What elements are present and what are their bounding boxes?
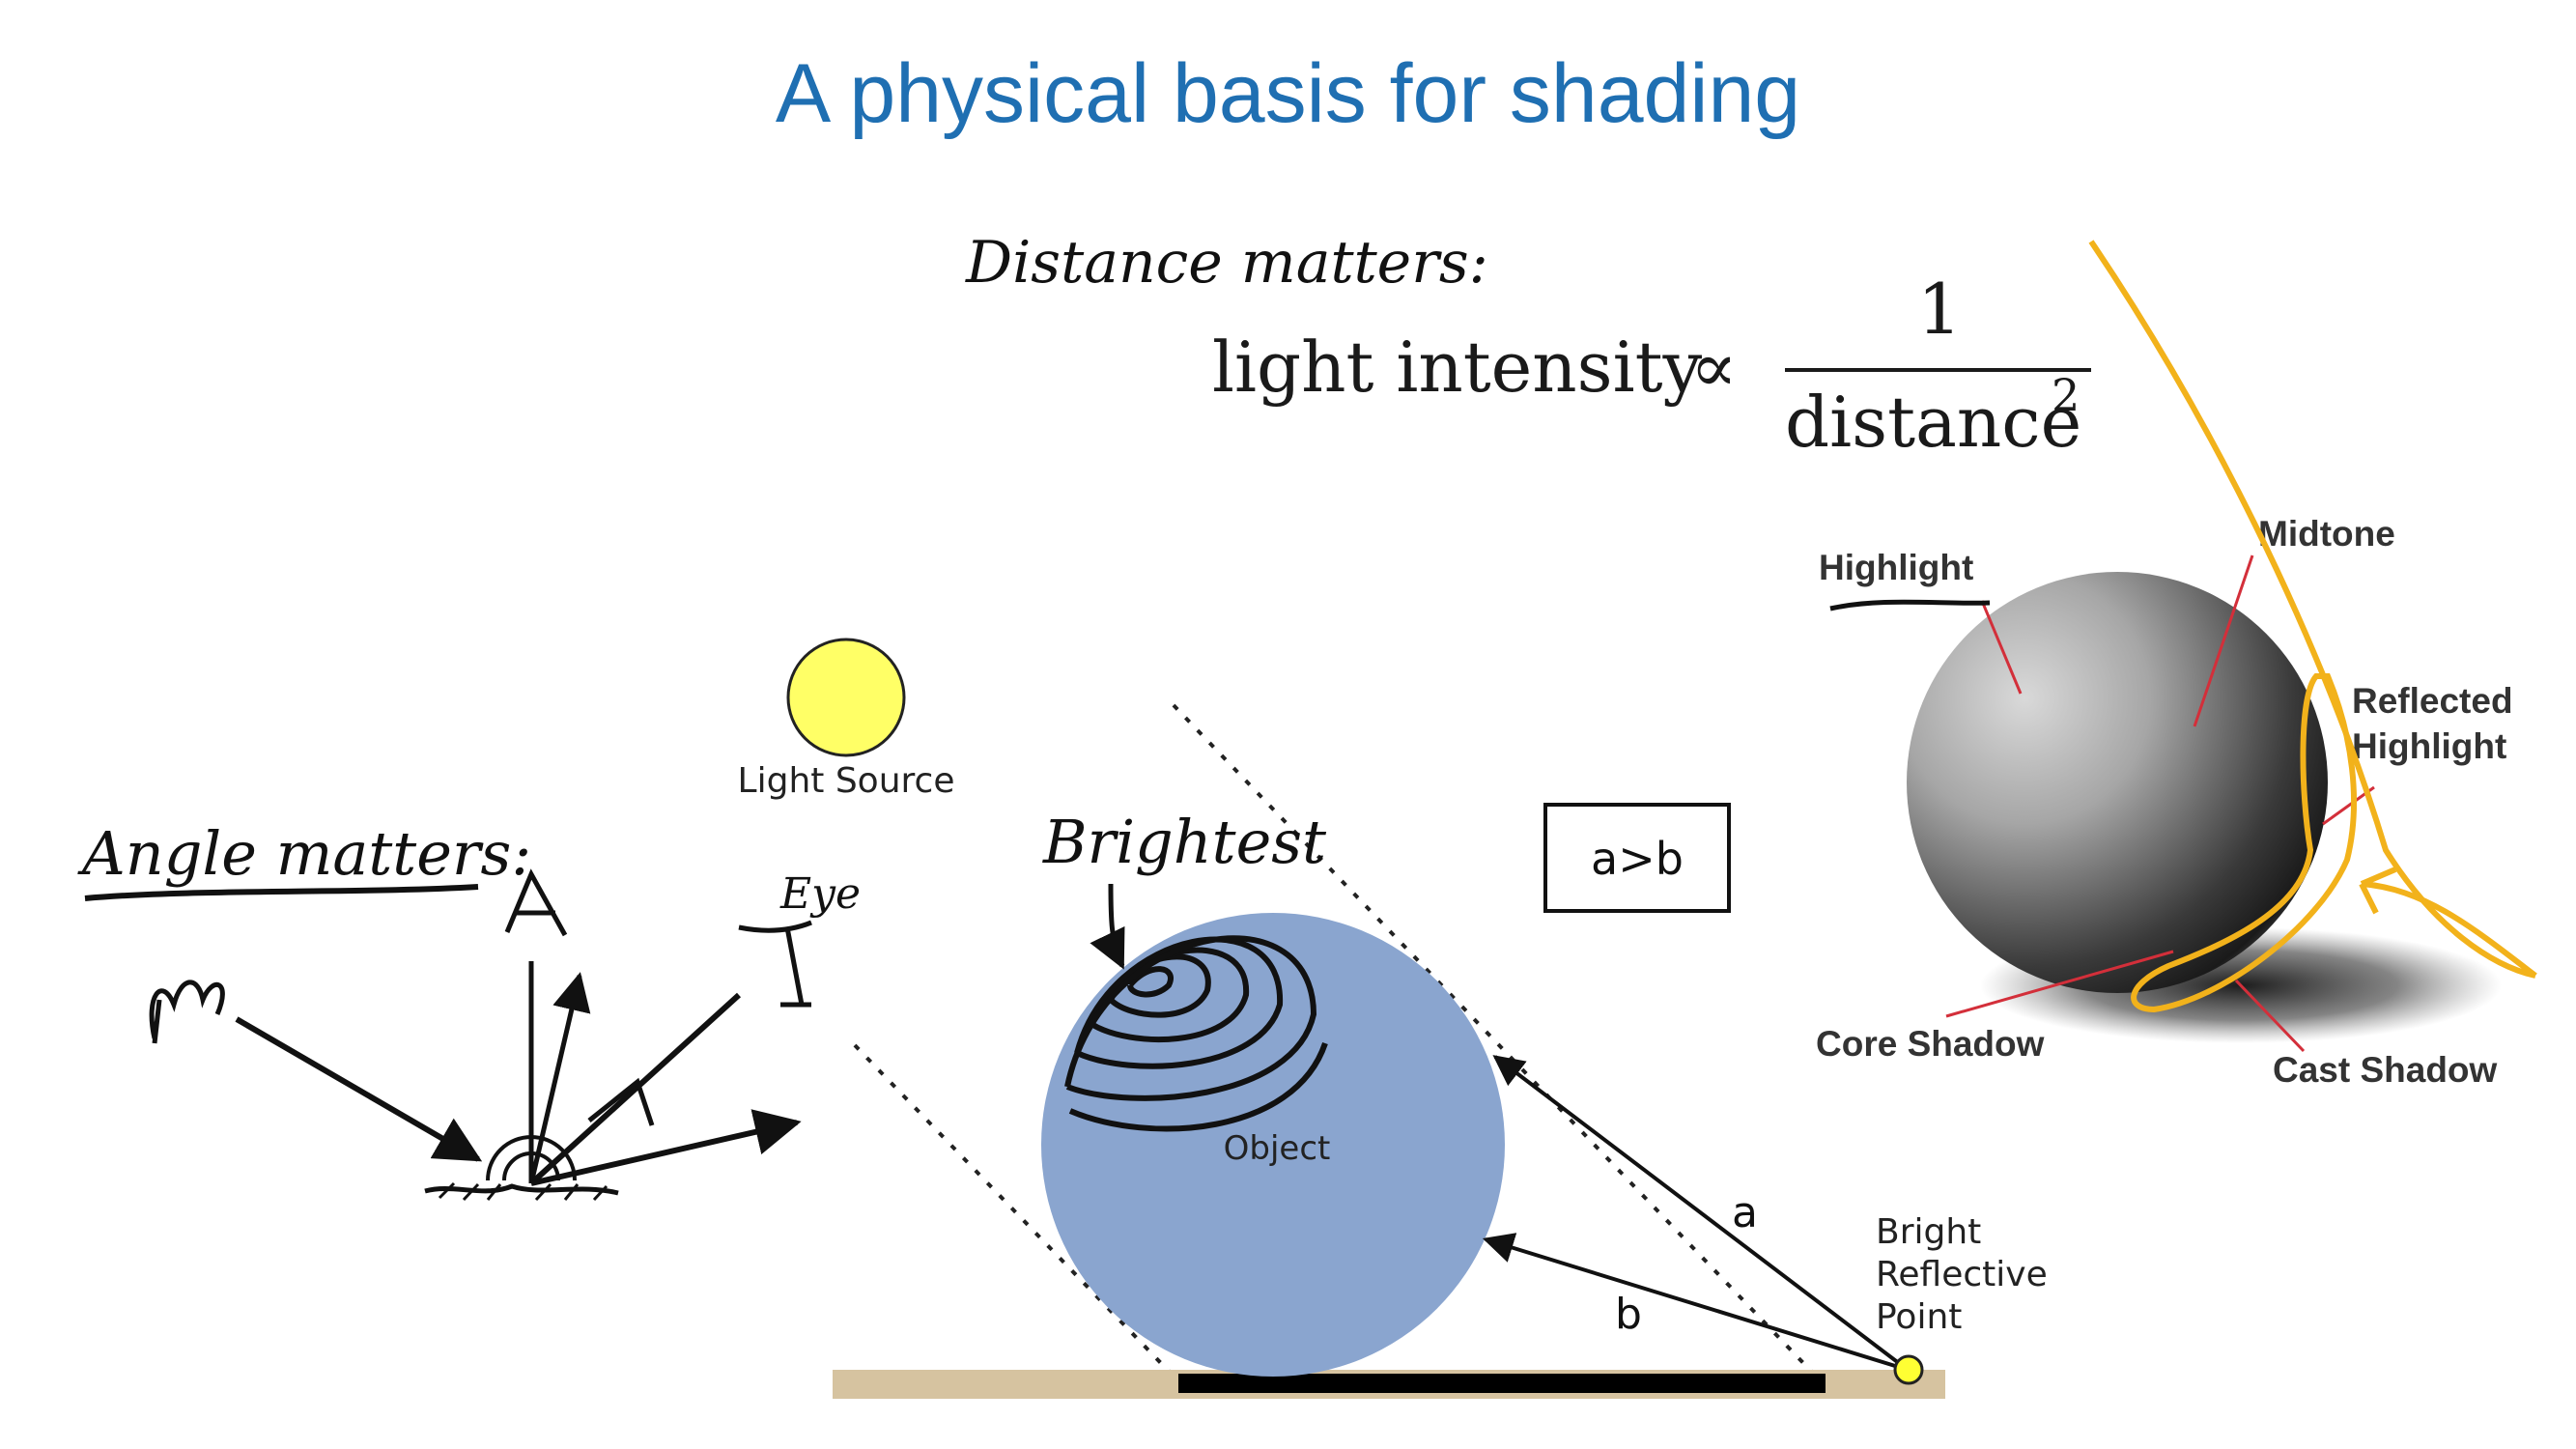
light-source-label: Light Source	[738, 761, 955, 801]
letter-a-mark	[504, 868, 568, 937]
reflected-highlight-label-2: Highlight	[2352, 726, 2506, 766]
brightest-note: Brightest	[1042, 807, 1326, 877]
comparison-label: a>b	[1591, 833, 1684, 885]
bright-point-line-1: Bright	[1876, 1212, 1981, 1252]
bright-reflective-point	[1893, 1354, 1924, 1385]
light-source-circle	[786, 638, 906, 757]
formula-denominator: distance	[1785, 382, 2081, 463]
shading-sphere-figure: Highlight Midtone Reflected Highlight Co…	[1816, 240, 2537, 1090]
formula-exponent: 2	[2052, 369, 2080, 421]
object-sphere	[1041, 913, 1505, 1377]
highlight-label: Highlight	[1819, 548, 1973, 587]
angle-sketch: Angle matters: Eye	[77, 818, 861, 1202]
cast-shadow-label: Cast Shadow	[2273, 1050, 2498, 1090]
proportional-symbol: ∝	[1690, 327, 1738, 408]
eye-note: Eye	[779, 869, 861, 919]
core-shadow-label: Core Shadow	[1816, 1024, 2045, 1064]
eye-icon	[738, 920, 812, 1008]
formula-lhs: light intensity	[1212, 327, 1703, 408]
midtone-label: Midtone	[2258, 514, 2395, 554]
reflection-figure: Light Source Object Brightest a>b a b	[738, 638, 2048, 1399]
ray-a-label: a	[1732, 1188, 1758, 1237]
bright-point-line-2: Reflective	[1876, 1255, 2048, 1294]
formula-numerator: 1	[1917, 269, 1962, 350]
reflected-highlight-label-1: Reflected	[2352, 681, 2513, 721]
brightest-contours	[1064, 935, 1328, 1132]
reflected-highlight-outline	[2131, 673, 2358, 1013]
cast-shadow-bar	[1178, 1374, 1826, 1393]
distance-matters-note: Distance matters:	[965, 229, 1488, 297]
comparison-box	[1543, 803, 1731, 913]
bright-point-line-3: Point	[1876, 1297, 1962, 1337]
shaded-sphere	[1907, 572, 2328, 993]
ray-b-label: b	[1615, 1290, 1642, 1339]
slide-title: A physical basis for shading	[775, 47, 1801, 140]
object-label: Object	[1224, 1129, 1331, 1168]
angle-matters-note: Angle matters:	[77, 818, 531, 889]
sun-scribble-icon	[149, 980, 225, 1044]
